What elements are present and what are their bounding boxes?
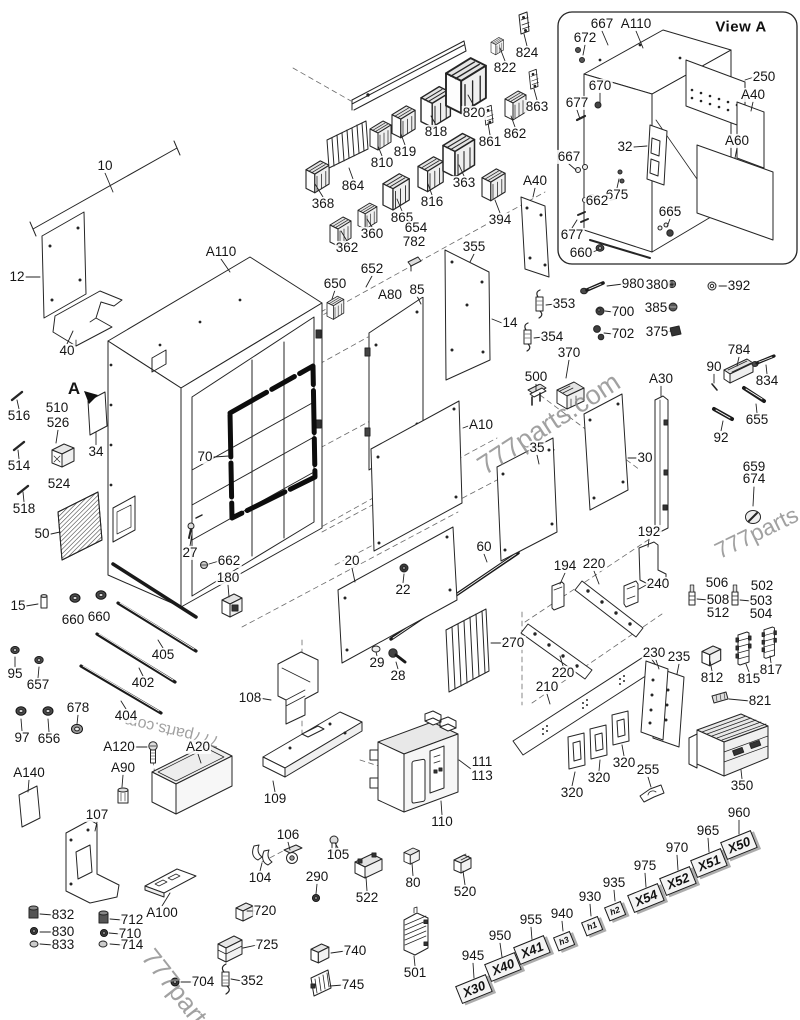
panel-a40-main [520,196,550,278]
fasteners-right [580,279,776,606]
bracket-194 [551,581,565,611]
plate-a100 [144,868,197,898]
panel-a140 [18,785,41,828]
leader-lines [14,30,772,987]
block-864 [326,120,369,169]
inset-panel-a60 [696,144,774,241]
panel-10-line [29,140,181,237]
nut-524 [51,443,75,468]
rail-220-upper [574,580,644,638]
ring-678 [71,723,83,735]
nut-22 [399,563,409,573]
hooks-104 [252,844,273,866]
bracket-255 [639,784,665,803]
rod-15 [40,594,48,609]
bracket-192 [638,541,667,587]
stack-712-710-714 [98,910,109,948]
panel-30 [583,393,629,511]
rail-220-lower [520,623,593,680]
bracket-40 [52,290,123,347]
box-a20 [151,743,233,815]
view-a-inset [557,11,798,265]
contactor-110 [369,710,459,813]
din-rail [351,40,467,111]
screw-a120 [148,741,158,764]
panel-12 [41,211,87,319]
pins-516-514-518 [10,390,30,496]
terminal-blocks [305,11,539,320]
panel-a10 [370,400,463,552]
strip-a30 [654,395,669,533]
bolt-27 [187,514,203,539]
main-cabinet [107,256,323,619]
connector-522 [354,852,383,879]
connector-180 [221,593,243,618]
inset-bracket-32 [646,124,668,186]
block-784 [723,358,754,384]
bolt-662 [200,561,209,569]
terminal-501 [403,906,429,956]
bracket-108 [277,651,319,725]
panel-355 [444,249,491,381]
view-a-title: View A [715,18,767,36]
relay-520 [453,853,472,874]
panel-20 [337,526,458,664]
panel-230 [640,660,669,741]
panel-35 [496,437,558,562]
part-821 [711,691,729,704]
panel-34 [87,391,108,436]
bracket-107 [65,819,120,904]
shelf-109 [262,711,363,778]
grille-50 [57,491,103,561]
inset-panel-a40 [736,101,765,169]
spring-352 [221,963,230,995]
clip-782 [407,256,422,272]
clip-353 [535,289,544,319]
connector-500 [527,383,547,406]
box-725 [217,935,243,963]
screw-28 [388,648,407,664]
clip-354 [523,322,532,352]
bolt-105 [329,835,339,854]
bracket-240 [623,580,639,608]
frames-320 [567,710,630,770]
stack-832-830-833 [28,905,39,948]
part-a90 [117,787,129,804]
washer-29 [371,645,381,653]
box-370 [556,381,585,410]
comb-745 [310,969,332,997]
view-a-arrow [84,391,98,404]
disc-659-674 [745,510,761,524]
heatsink-270 [445,608,490,693]
connector-106 [283,844,303,864]
module-350 [688,713,769,777]
